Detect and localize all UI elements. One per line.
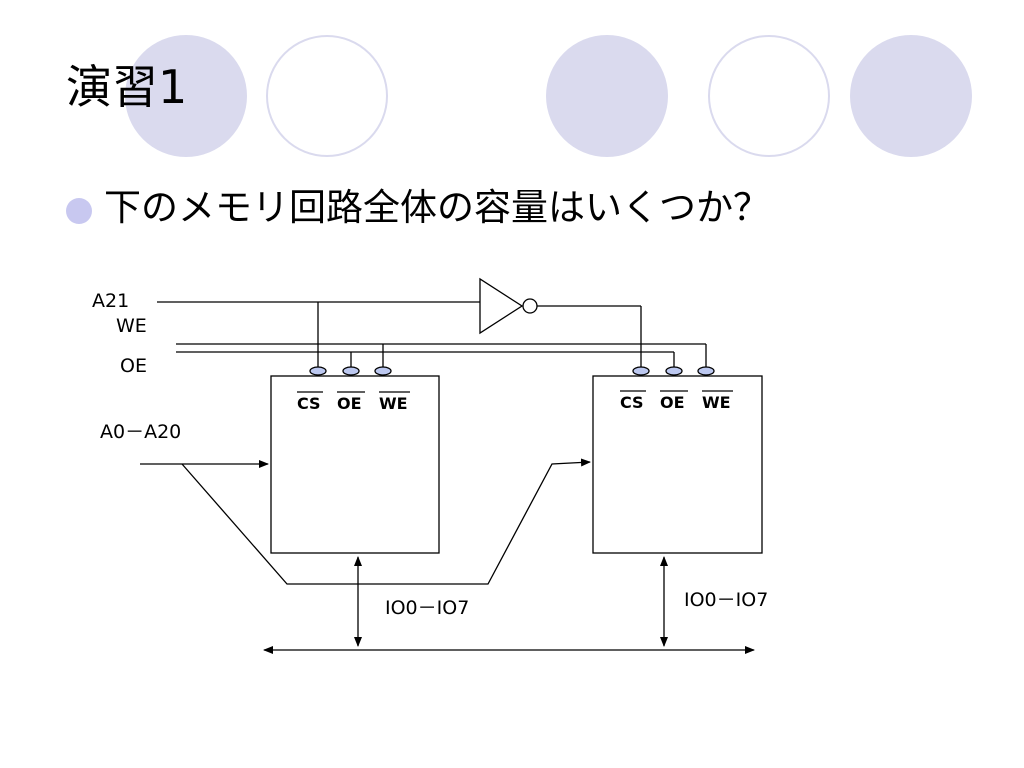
chip1-we-pin [374,366,392,376]
decoration-ring [266,35,388,157]
chip2-oe-pin-label: OE [660,393,685,412]
chip1-oe-pin [342,366,360,376]
we-label: WE [116,315,147,337]
chip2-data-bus-label: IO0－IO7 [684,589,768,611]
chip1-oe-pin-label: OE [337,394,362,413]
chip2-oe-pin [665,366,683,376]
slide-title: 演習1 [66,60,188,114]
chip1-data-bus-label: IO0－IO7 [385,597,469,619]
address-label: A0－A20 [100,421,181,443]
chip2-we-pin [697,366,715,376]
memory-chip-2 [592,375,763,554]
memory-chip-1 [270,375,440,554]
decoration-ring [708,35,830,157]
inverter-bubble [522,298,538,314]
decoration-circle [125,35,247,157]
chip1-cs-pin [309,366,327,376]
chip1-we-pin-label: WE [379,394,408,413]
address-line-chip2 [181,458,591,585]
chip2-cs-pin [632,366,650,376]
question-text: 下のメモリ回路全体の容量はいくつか？ [104,186,770,229]
oe-label: OE [120,355,147,377]
chip2-cs-pin-label: CS [620,393,644,412]
decoration-circle [546,35,668,157]
chip2-we-pin-label: WE [702,393,731,412]
bullet-dot [66,198,92,224]
a21-label: A21 [92,290,129,312]
chip1-cs-pin-label: CS [297,394,321,413]
inverter-symbol [479,277,524,335]
decoration-circle [850,35,972,157]
